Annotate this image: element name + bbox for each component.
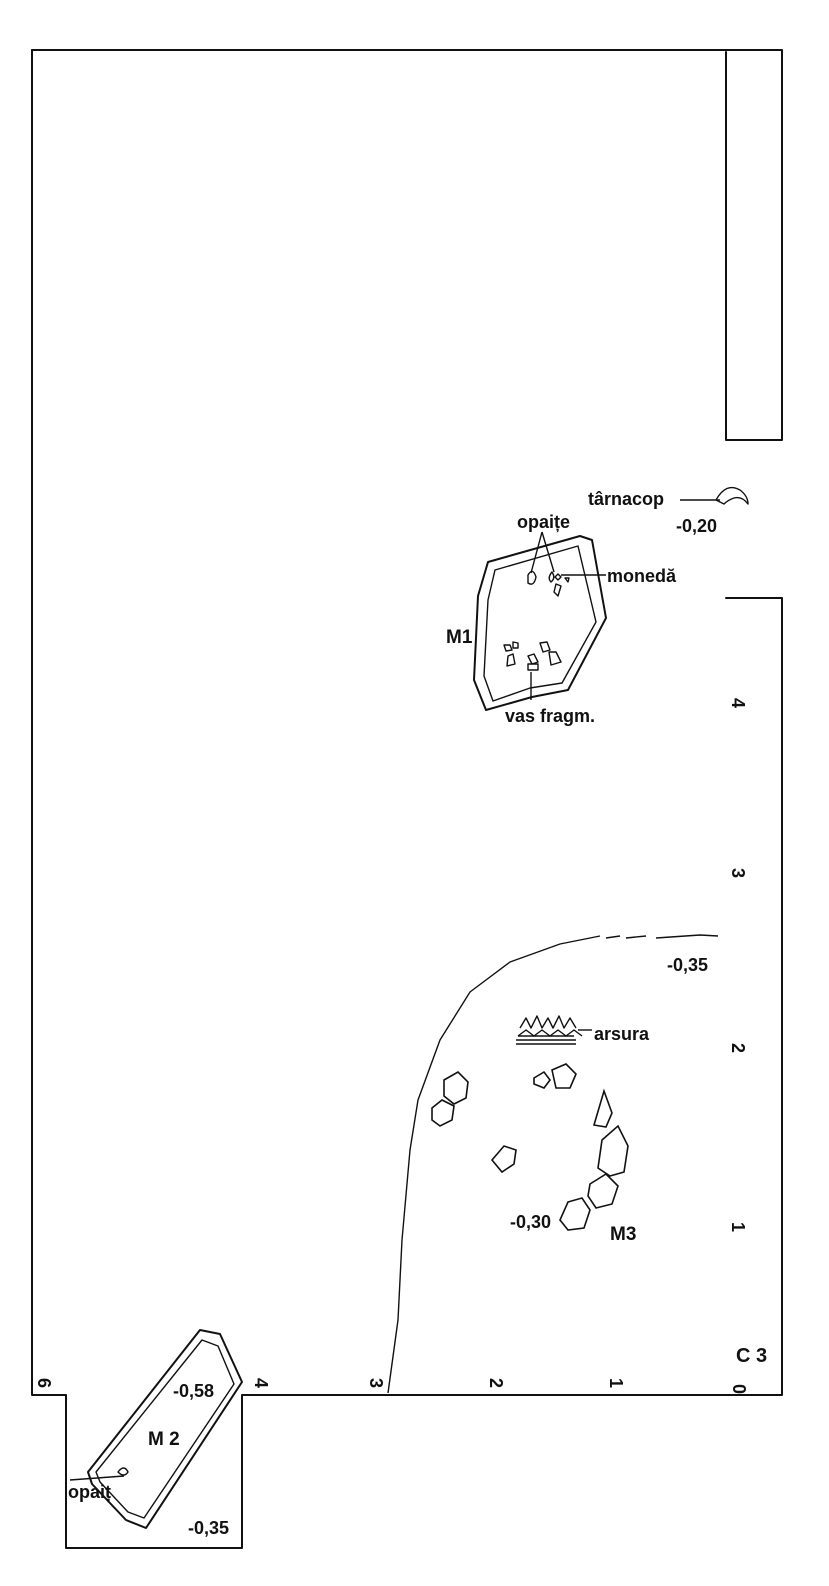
pickaxe-find [680, 486, 749, 505]
scale-bottom-3: 3 [366, 1378, 386, 1388]
scale-right-1: 1 [728, 1222, 748, 1232]
scale-bottom-4: 4 [251, 1378, 271, 1388]
opaite-label: opaițe [517, 512, 570, 532]
tarnacop-label: târnacop [588, 489, 664, 509]
m2-outside-depth-label: -0,35 [188, 1518, 229, 1538]
trench-label: C 3 [736, 1345, 767, 1367]
moneda-label: monedă [607, 566, 677, 586]
scale-bottom-2: 2 [486, 1378, 506, 1388]
scale-right-2: 2 [728, 1043, 748, 1053]
burn-area [516, 1015, 592, 1045]
vas-fragm-label: vas fragm. [505, 706, 595, 726]
edge-depth-label: -0,35 [667, 955, 708, 975]
m3-label: M3 [610, 1224, 636, 1245]
grave-m3-stones [431, 1063, 629, 1231]
arsura-label: arsura [594, 1024, 650, 1044]
m2-depth-label: -0,58 [173, 1381, 214, 1401]
scale-bottom-1: 1 [606, 1378, 626, 1388]
opait-label: opaiț [68, 1482, 111, 1502]
m1-label: M1 [446, 627, 473, 648]
scale-bottom-0: 0 [729, 1384, 749, 1394]
tarnacop-depth: -0,20 [676, 516, 717, 536]
grave-m2 [69, 1329, 243, 1529]
scale-right-4: 4 [728, 698, 748, 708]
m3-depth-label: -0,30 [510, 1212, 551, 1232]
m2-label: M 2 [148, 1429, 180, 1450]
scale-bottom-6: 6 [34, 1378, 54, 1388]
trench-outline [31, 49, 783, 1549]
grave-m1 [473, 531, 607, 711]
scale-right-3: 3 [728, 868, 748, 878]
pit-outline [387, 934, 719, 1394]
